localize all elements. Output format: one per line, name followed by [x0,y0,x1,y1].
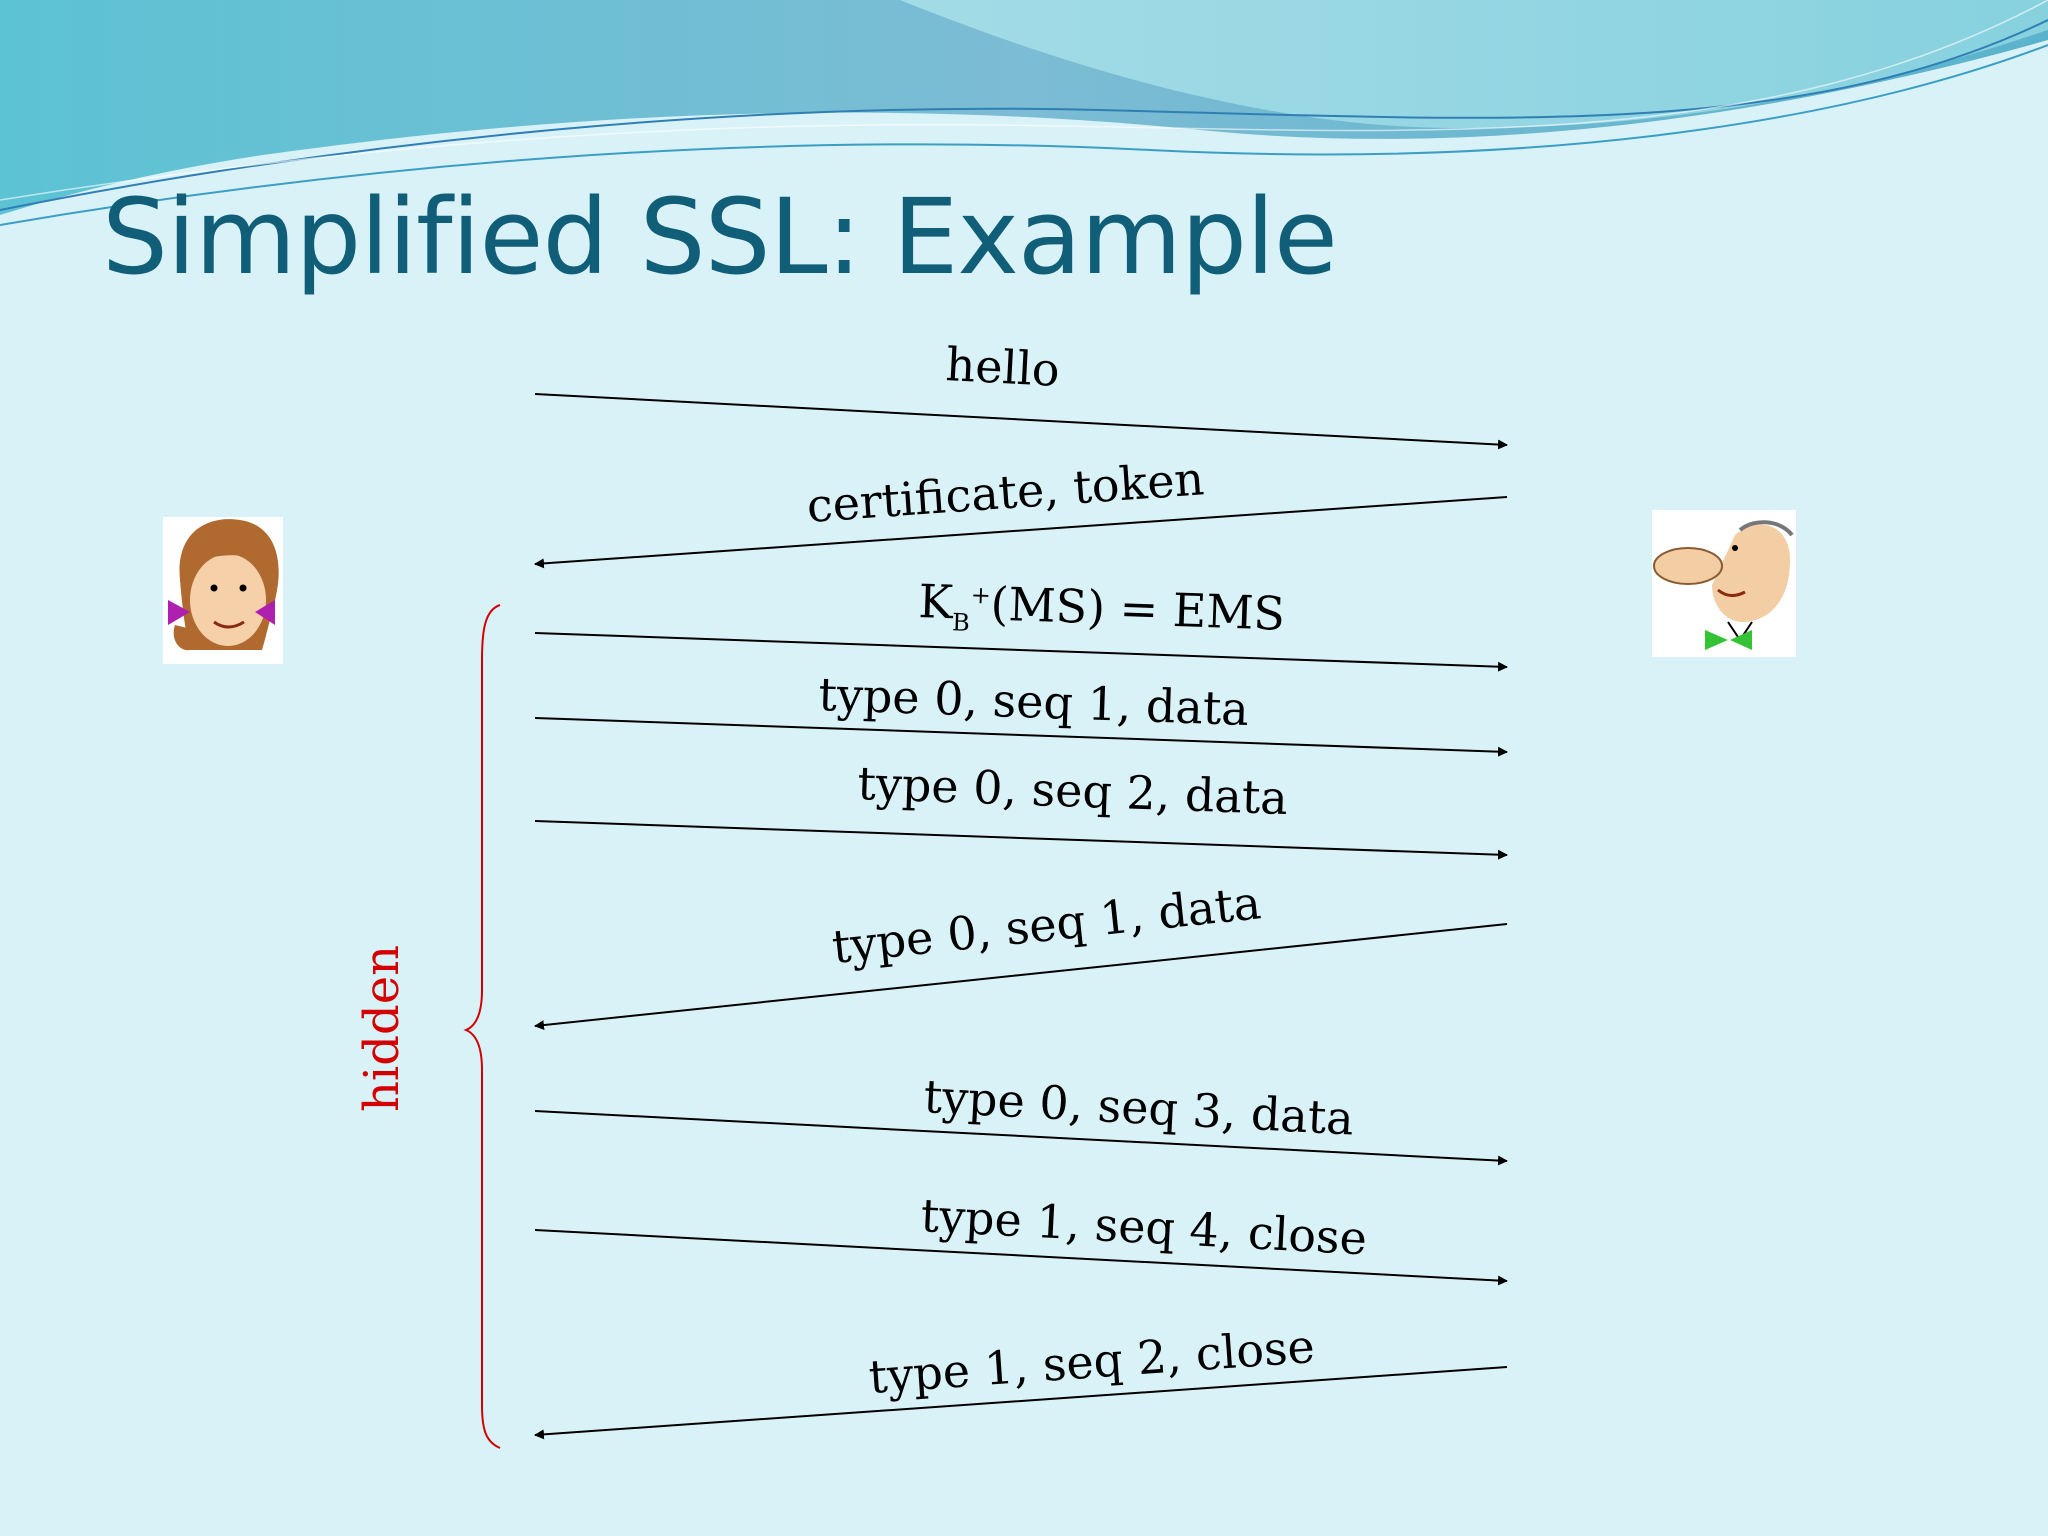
message-arrow-type0-seq3 [534,1110,1508,1166]
message-arrow-certificate [534,496,1508,569]
message-arrow-type1-seq2 [534,1366,1508,1440]
message-label-type1-seq2: type 1, seq 2, close [867,1319,1316,1404]
alice-face-icon [163,517,283,664]
slide-title: Simplified SSL: Example [102,176,1338,298]
message-label-certificate: certificate, token [805,451,1206,533]
ems-sub-b: B [952,608,971,637]
hidden-brace [463,604,501,1449]
message-label-hello: hello [944,337,1061,397]
message-label-type0-seq2: type 0, seq 2, data [857,756,1289,825]
ems-rest: (MS) = EMS [990,577,1286,641]
message-arrow-type1-seq4 [534,1229,1508,1286]
message-arrow-type0-seq1 [534,717,1508,757]
message-arrow-type0-seq1-reply [534,923,1508,1031]
message-label-ems: KB+(MS) = EMS [917,574,1286,648]
hidden-label: hidden [354,945,410,1112]
ems-k: K [918,574,956,629]
bob-face-icon [1652,510,1796,657]
ems-sup-plus: + [970,581,991,610]
message-label-type0-seq1-reply: type 0, seq 1, data [830,875,1264,974]
message-arrow-hello [534,393,1508,450]
message-arrow-ems [534,632,1508,672]
message-arrow-type0-seq2 [534,820,1508,860]
message-label-type0-seq1: type 0, seq 1, data [818,667,1250,736]
